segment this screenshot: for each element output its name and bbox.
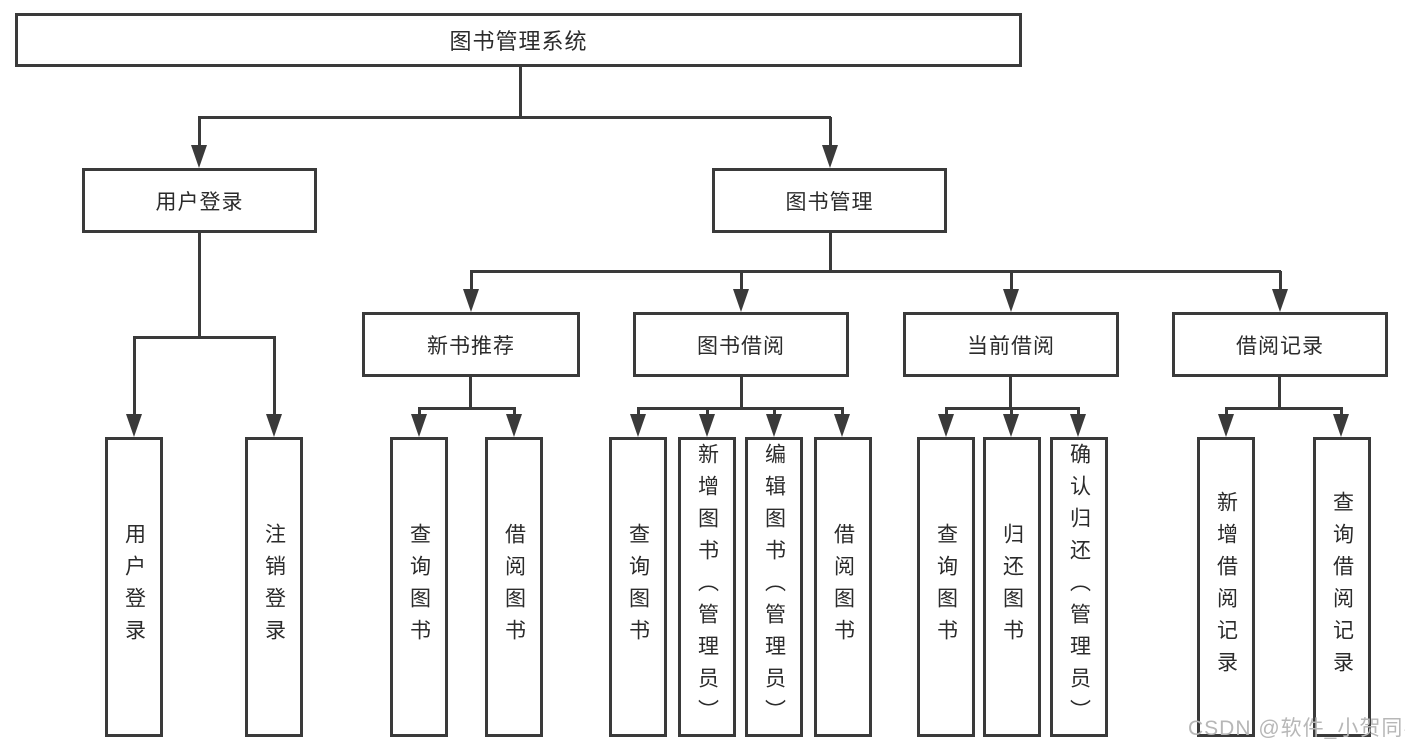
arrow-current-borrow bbox=[1003, 289, 1019, 312]
connector-nbr-stub bbox=[469, 377, 472, 409]
connector-drop-br-query bbox=[1340, 408, 1343, 417]
connector-drop-cb-return bbox=[1010, 408, 1013, 417]
connector-drop-current-borrow bbox=[1010, 271, 1013, 291]
node-leaf-cb-confirm: 确认归还（管理员） bbox=[1050, 437, 1108, 737]
node-book-borrow-label: 图书借阅 bbox=[697, 334, 785, 358]
node-root-label: 图书管理系统 bbox=[449, 29, 588, 54]
connector-bb-branch bbox=[637, 407, 844, 410]
node-leaf-cb-query-label: 查询图书 bbox=[934, 523, 958, 651]
arrow-cb-return bbox=[1003, 414, 1019, 437]
connector-drop-new-book-rec bbox=[470, 271, 473, 291]
node-leaf-nbr-borrow-label: 借阅图书 bbox=[502, 523, 526, 651]
arrow-leaf-user-login bbox=[126, 414, 142, 437]
node-leaf-user-login: 用户登录 bbox=[105, 437, 163, 737]
arrow-nbr-query bbox=[411, 414, 427, 437]
arrow-cb-confirm bbox=[1070, 414, 1086, 437]
arrow-bb-edit bbox=[766, 414, 782, 437]
connector-drop-cb-confirm bbox=[1077, 408, 1080, 417]
node-borrow-records-label: 借阅记录 bbox=[1236, 334, 1324, 358]
node-leaf-br-query-label: 查询借阅记录 bbox=[1330, 491, 1354, 683]
connector-mgmt-stub bbox=[829, 233, 832, 272]
connector-drop-bb-edit bbox=[773, 408, 776, 417]
node-leaf-br-add: 新增借阅记录 bbox=[1197, 437, 1255, 737]
arrow-bb-query bbox=[630, 414, 646, 437]
connector-cb-stub bbox=[1009, 377, 1012, 409]
connector-user-stub bbox=[198, 233, 201, 338]
node-new-book-rec-label: 新书推荐 bbox=[427, 334, 515, 358]
node-borrow-records: 借阅记录 bbox=[1172, 312, 1388, 377]
arrow-bb-borrow bbox=[834, 414, 850, 437]
connector-drop-bb-borrow bbox=[841, 408, 844, 417]
arrow-user-login bbox=[191, 145, 207, 168]
node-leaf-nbr-query-label: 查询图书 bbox=[407, 523, 431, 651]
connector-drop-book-mgmt bbox=[829, 117, 832, 146]
node-leaf-nbr-borrow: 借阅图书 bbox=[485, 437, 543, 737]
connector-nbr-branch bbox=[418, 407, 516, 410]
connector-drop-borrow-records bbox=[1279, 271, 1282, 291]
arrow-book-borrow bbox=[733, 289, 749, 312]
node-user-login: 用户登录 bbox=[82, 168, 317, 233]
node-user-login-label: 用户登录 bbox=[155, 190, 244, 214]
node-leaf-user-login-label: 用户登录 bbox=[122, 523, 146, 651]
connector-drop-nbr-borrow bbox=[513, 408, 516, 417]
arrow-borrow-records bbox=[1272, 289, 1288, 312]
arrow-br-query bbox=[1333, 414, 1349, 437]
node-leaf-bb-add: 新增图书（管理员） bbox=[678, 437, 736, 737]
connector-drop-user-login bbox=[198, 117, 201, 146]
arrow-book-mgmt bbox=[822, 145, 838, 168]
connector-mgmt-branch bbox=[470, 270, 1281, 273]
node-new-book-rec: 新书推荐 bbox=[362, 312, 580, 377]
node-leaf-nbr-query: 查询图书 bbox=[390, 437, 448, 737]
node-book-mgmt-label: 图书管理 bbox=[785, 190, 874, 214]
connector-br-branch bbox=[1225, 407, 1343, 410]
node-current-borrow: 当前借阅 bbox=[903, 312, 1119, 377]
connector-drop-bb-add bbox=[706, 408, 709, 417]
node-leaf-bb-borrow-label: 借阅图书 bbox=[831, 523, 855, 651]
node-leaf-cb-return: 归还图书 bbox=[983, 437, 1041, 737]
arrow-nbr-borrow bbox=[506, 414, 522, 437]
node-leaf-logout-label: 注销登录 bbox=[262, 523, 286, 651]
arrow-bb-add bbox=[699, 414, 715, 437]
watermark: CSDN @软件_小贺同学 bbox=[1188, 717, 1405, 740]
connector-drop-leaf-logout bbox=[273, 337, 276, 415]
node-leaf-bb-edit-label: 编辑图书（管理员） bbox=[762, 443, 786, 731]
arrow-br-add bbox=[1218, 414, 1234, 437]
node-book-mgmt: 图书管理 bbox=[712, 168, 947, 233]
node-leaf-bb-borrow: 借阅图书 bbox=[814, 437, 872, 737]
connector-br-stub bbox=[1278, 377, 1281, 409]
connector-drop-br-add bbox=[1225, 408, 1228, 417]
connector-user-branch bbox=[133, 336, 276, 339]
node-root: 图书管理系统 bbox=[15, 13, 1022, 67]
connector-root-branch bbox=[198, 116, 831, 119]
connector-drop-bb-query bbox=[637, 408, 640, 417]
node-current-borrow-label: 当前借阅 bbox=[967, 334, 1055, 358]
node-leaf-br-query: 查询借阅记录 bbox=[1313, 437, 1371, 737]
connector-drop-book-borrow bbox=[740, 271, 743, 291]
connector-root-stub bbox=[519, 67, 522, 118]
connector-drop-nbr-query bbox=[418, 408, 421, 417]
arrow-cb-query bbox=[938, 414, 954, 437]
node-leaf-bb-query-label: 查询图书 bbox=[626, 523, 650, 651]
node-leaf-cb-confirm-label: 确认归还（管理员） bbox=[1067, 443, 1091, 731]
node-leaf-bb-edit: 编辑图书（管理员） bbox=[745, 437, 803, 737]
node-leaf-cb-query: 查询图书 bbox=[917, 437, 975, 737]
connector-drop-cb-query bbox=[945, 408, 948, 417]
connector-bb-stub bbox=[740, 377, 743, 409]
connector-drop-leaf-user-login bbox=[133, 337, 136, 415]
node-leaf-bb-add-label: 新增图书（管理员） bbox=[695, 443, 719, 731]
node-leaf-logout: 注销登录 bbox=[245, 437, 303, 737]
arrow-new-book-rec bbox=[463, 289, 479, 312]
arrow-leaf-logout bbox=[266, 414, 282, 437]
node-book-borrow: 图书借阅 bbox=[633, 312, 849, 377]
node-leaf-cb-return-label: 归还图书 bbox=[1000, 523, 1024, 651]
node-leaf-br-add-label: 新增借阅记录 bbox=[1214, 491, 1238, 683]
node-leaf-bb-query: 查询图书 bbox=[609, 437, 667, 737]
